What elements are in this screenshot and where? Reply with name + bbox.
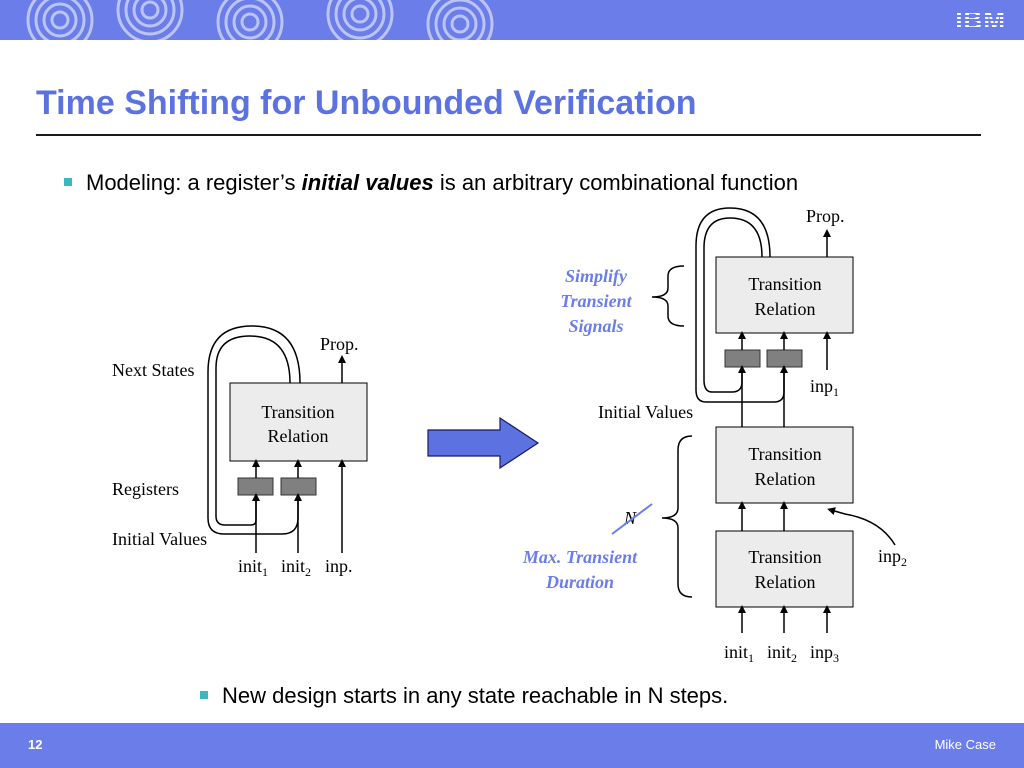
left-init1-label: init1 xyxy=(238,556,268,579)
right-top-block-line2: Relation xyxy=(755,299,816,319)
bullet-2-text: New design starts in any state reachable… xyxy=(222,683,729,708)
bullet-marker-icon xyxy=(64,178,72,186)
slide-title: Time Shifting for Unbounded Verification xyxy=(36,84,697,122)
right-mid-block-line1: Transition xyxy=(748,444,821,464)
right-mid-transition-block xyxy=(715,426,854,504)
max-transient-line2: Duration xyxy=(545,572,614,592)
page-number: 12 xyxy=(28,737,43,752)
left-register-1 xyxy=(237,477,274,496)
left-registers-label: Registers xyxy=(112,479,179,499)
bullet-marker-icon xyxy=(200,691,208,699)
simplify-label-line2: Transient xyxy=(560,291,632,311)
banner-circles-decoration xyxy=(26,0,494,40)
right-feedback-loop-inner xyxy=(695,207,785,403)
right-diagram: Transition Relation Prop. inp1 Initial V… xyxy=(522,206,907,665)
right-init2-label: init2 xyxy=(767,642,797,665)
left-feedback-loop-inner xyxy=(207,325,301,535)
left-feedback-loop-outer xyxy=(215,335,291,526)
left-next-states-label: Next States xyxy=(112,360,195,380)
bullet-1-emphasis: initial values xyxy=(301,170,434,195)
left-block-line2: Relation xyxy=(268,426,329,446)
bullet-1-prefix: Modeling: a register’s xyxy=(86,170,302,195)
right-top-transition-block xyxy=(715,256,854,334)
bullet-1-suffix: is an arbitrary combinational function xyxy=(433,170,799,195)
transient-duration-brace-icon xyxy=(661,435,693,598)
right-mid-block-line2: Relation xyxy=(755,469,816,489)
bullet-new-design: New design starts in any state reachable… xyxy=(200,683,728,709)
top-banner: IBM xyxy=(0,0,1024,40)
left-prop-label: Prop. xyxy=(320,334,359,354)
title-divider xyxy=(36,134,981,136)
max-transient-line1: Max. Transient xyxy=(522,547,638,567)
right-feedback-loop-outer xyxy=(703,217,763,393)
simplify-brace-icon xyxy=(651,265,685,327)
right-register-1 xyxy=(724,349,761,368)
transform-arrow-icon xyxy=(427,416,540,470)
simplify-label-line3: Signals xyxy=(568,316,623,336)
left-diagram: Transition Relation Prop. Next States Re… xyxy=(112,325,368,579)
right-inp2-label: inp2 xyxy=(878,546,907,569)
ibm-logo: IBM xyxy=(955,5,1006,35)
author-name: Mike Case xyxy=(934,737,996,752)
right-bot-block-line1: Transition xyxy=(748,547,821,567)
right-prop-label: Prop. xyxy=(806,206,845,226)
simplify-label-line1: Simplify xyxy=(565,266,628,286)
left-init2-label: init2 xyxy=(281,556,311,579)
footer-bar: 12 Mike Case xyxy=(0,723,1024,768)
right-inp3-label: inp3 xyxy=(810,642,839,665)
bullet-modeling: Modeling: a register’s initial values is… xyxy=(64,170,798,196)
right-bottom-transition-block xyxy=(715,530,854,608)
right-register-2 xyxy=(766,349,803,368)
left-block-line1: Transition xyxy=(261,402,334,422)
left-register-2 xyxy=(280,477,317,496)
left-inp-label: inp. xyxy=(325,556,353,576)
n-slash-mark xyxy=(611,503,653,535)
right-inp1-label: inp1 xyxy=(810,376,839,399)
right-initial-values-label: Initial Values xyxy=(598,402,693,422)
right-arrow-inp2 xyxy=(827,507,896,546)
left-transition-relation-block xyxy=(229,382,368,462)
left-initial-values-label: Initial Values xyxy=(112,529,207,549)
right-top-block-line1: Transition xyxy=(748,274,821,294)
right-init1-label: init1 xyxy=(724,642,754,665)
right-bot-block-line2: Relation xyxy=(755,572,816,592)
